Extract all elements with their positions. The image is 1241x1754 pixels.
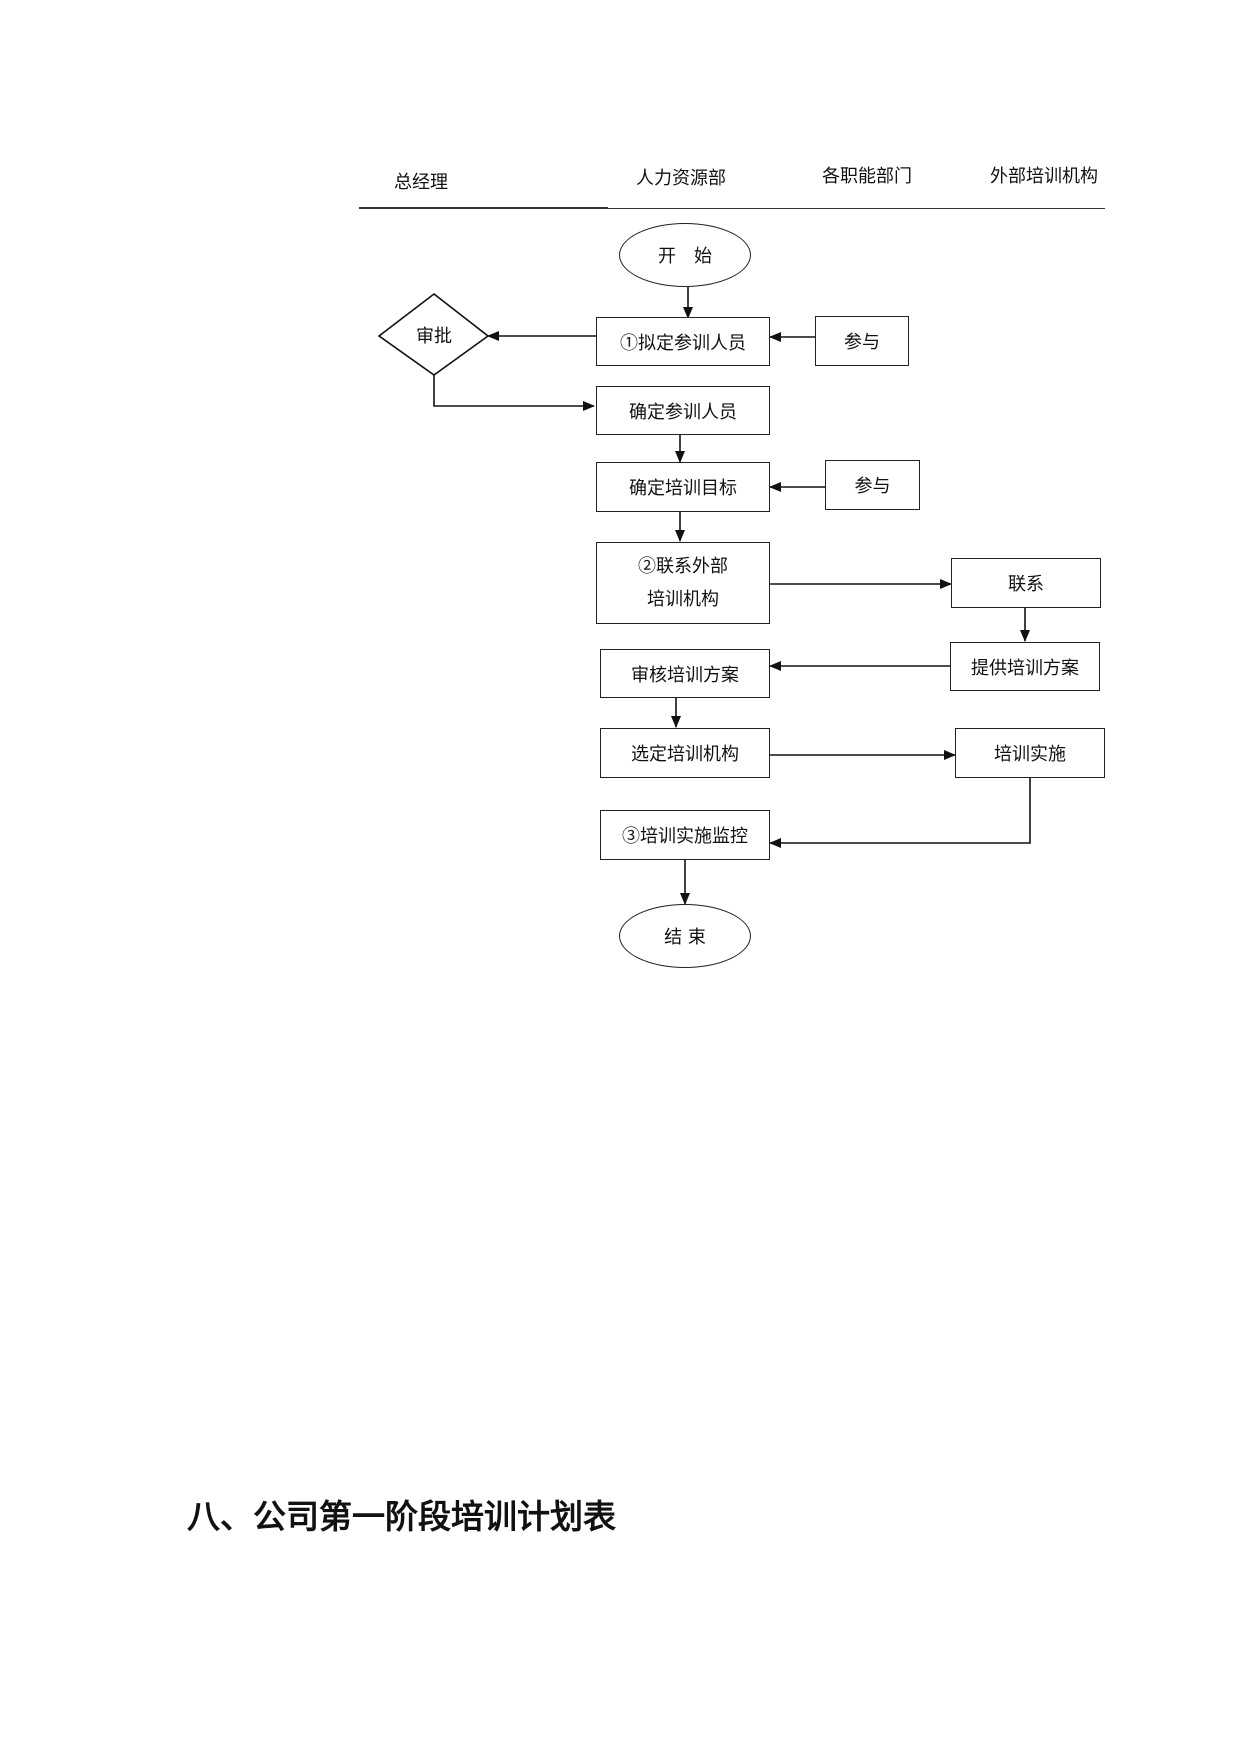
confirm-participants-box: 确定参训人员 <box>596 386 770 435</box>
participate-box-2: 参与 <box>825 460 920 510</box>
select-institution-box: 选定培训机构 <box>600 728 770 778</box>
implement-box: 培训实施 <box>955 728 1105 778</box>
start-node: 开 始 <box>619 223 751 287</box>
contact-external-line2: 培训机构 <box>647 589 719 610</box>
approve-diamond <box>377 292 490 376</box>
contact-external-box: ②联系外部 培训机构 <box>596 542 770 624</box>
section-title: 八、公司第一阶段培训计划表 <box>187 1497 616 1536</box>
draft-participants-box: ①拟定参训人员 <box>596 317 770 366</box>
contact-box: 联系 <box>951 558 1101 608</box>
end-node: 结 束 <box>619 904 751 968</box>
review-plan-box: 审核培训方案 <box>600 649 770 698</box>
monitor-box: ③培训实施监控 <box>600 810 770 860</box>
lane-divider-left <box>359 207 608 209</box>
lane-header-hr: 人力资源部 <box>636 168 726 189</box>
contact-external-line1: ②联系外部 <box>638 556 728 577</box>
confirm-goals-box: 确定培训目标 <box>596 462 770 512</box>
provide-plan-box: 提供培训方案 <box>950 642 1100 691</box>
lane-header-general-manager: 总经理 <box>394 172 448 193</box>
arrow-approve-to-confirm <box>433 375 595 411</box>
approve-label: 审批 <box>416 326 452 347</box>
arrow-implement-to-monitor <box>769 778 1031 848</box>
lane-header-external-institution: 外部培训机构 <box>990 166 1098 187</box>
lane-divider-right <box>608 208 1105 209</box>
lane-header-departments: 各职能部门 <box>822 166 912 187</box>
participate-box-1: 参与 <box>815 316 909 366</box>
